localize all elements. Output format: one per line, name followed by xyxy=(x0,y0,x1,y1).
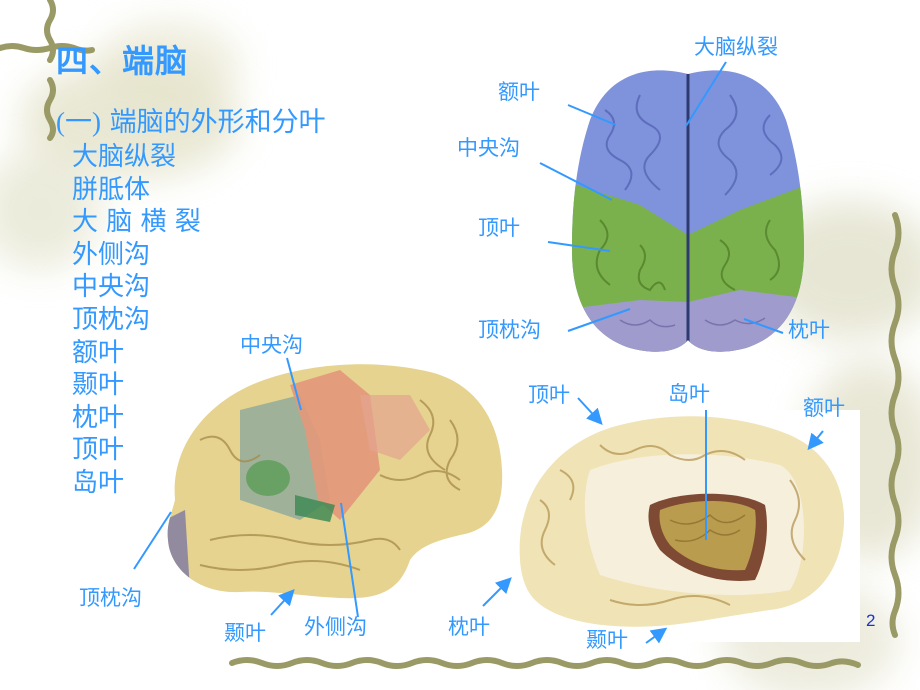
term-item: 顶叶 xyxy=(72,435,125,466)
label-frontal-lobe-insula: 额叶 xyxy=(803,396,845,420)
label-insula: 岛叶 xyxy=(668,382,710,406)
term-item: 岛叶 xyxy=(72,467,125,498)
page-number: 2 xyxy=(866,611,876,630)
section-heading-text: 端脑的外形和分叶 xyxy=(100,107,326,138)
label-occipital-lobe-insula: 枕叶 xyxy=(448,615,490,639)
label-temporal-lobe-insula: 颞叶 xyxy=(586,628,628,652)
label-lateral-sulcus: 外侧沟 xyxy=(304,615,367,639)
term-item: 顶枕沟 xyxy=(72,304,151,335)
label-central-sulcus-lateral: 中央沟 xyxy=(240,333,303,357)
label-parietal-lobe-top: 顶叶 xyxy=(478,216,520,240)
section-number: (一) xyxy=(56,107,101,137)
label-frontal-lobe-top: 额叶 xyxy=(498,80,540,104)
term-item: 枕叶 xyxy=(72,402,125,433)
background-foliage xyxy=(100,20,240,110)
section-heading: (一) 端脑的外形和分叶 xyxy=(56,100,326,139)
slide-title: 四、端脑 xyxy=(56,42,189,80)
term-item: 大 脑 横 裂 xyxy=(72,207,201,238)
label-parietooccipital-sulcus-top: 顶枕沟 xyxy=(478,318,541,342)
term-item: 外侧沟 xyxy=(72,239,151,270)
term-list: 大脑纵裂 胼胝体 大 脑 横 裂 外侧沟 中央沟 顶枕沟 额叶 颞叶 枕叶 顶叶… xyxy=(72,141,201,500)
label-occipital-lobe-top: 枕叶 xyxy=(788,318,830,342)
label-parietal-lobe-insula: 顶叶 xyxy=(528,383,570,407)
label-temporal-lobe-lateral: 颞叶 xyxy=(224,621,266,645)
term-item: 颞叶 xyxy=(72,370,125,401)
term-item: 胼胝体 xyxy=(72,174,151,205)
label-longitudinal-fissure: 大脑纵裂 xyxy=(694,35,778,59)
term-item: 中央沟 xyxy=(72,272,151,303)
label-central-sulcus-top: 中央沟 xyxy=(457,136,520,160)
term-item: 额叶 xyxy=(72,337,125,368)
term-item: 大脑纵裂 xyxy=(72,142,177,172)
background-foliage xyxy=(0,150,100,270)
label-parietooccipital-sulcus-lateral: 顶枕沟 xyxy=(79,586,142,610)
